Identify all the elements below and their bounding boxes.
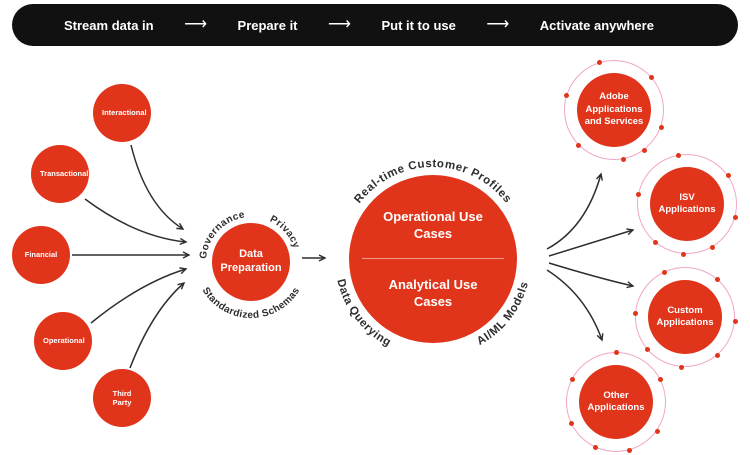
source-label: Operational <box>43 336 85 346</box>
flow-arrow-operational <box>90 267 188 324</box>
source-label: Third Party <box>112 388 132 407</box>
destination-label: Custom Applications <box>656 304 714 328</box>
ring-dot <box>636 191 642 197</box>
destination-ring-adobe <box>564 60 664 163</box>
data-preparation-label: Data Preparation <box>220 248 282 274</box>
destination-label: Adobe Applications and Services <box>584 91 644 128</box>
source-label: Transactional <box>40 169 89 179</box>
destination-circle-custom: Custom Applications <box>648 280 722 354</box>
ring-dot <box>715 353 721 359</box>
ring-dot <box>710 245 715 251</box>
flow-arrow-transactional <box>84 198 188 246</box>
ring-dot <box>658 125 664 131</box>
ring-dot <box>633 310 639 316</box>
flow-arrow-third-party <box>129 281 186 369</box>
platform-divider <box>362 258 504 259</box>
source-label: Interactional <box>102 108 147 118</box>
ring-dot <box>661 269 667 275</box>
source-circle-operational: Operational <box>34 312 92 370</box>
ring-dot <box>652 240 658 246</box>
destination-ring-isv <box>636 152 739 257</box>
ring-dot <box>620 157 626 163</box>
header-step-prepare: Prepare it <box>237 17 298 33</box>
flow-arrow-to-adobe <box>546 172 603 250</box>
ring-dot <box>715 276 721 282</box>
ring-dot <box>564 93 570 99</box>
header-pill: Stream data in ⟶ Prepare it ⟶ Put it to … <box>12 4 738 46</box>
destination-ring-other <box>566 350 666 454</box>
ring-dot <box>680 251 686 257</box>
ring-dot <box>678 364 684 370</box>
ring-dot <box>658 376 664 382</box>
ring-dot <box>614 350 619 355</box>
header-step-activate: Activate anywhere <box>539 17 654 33</box>
destination-circle-isv: ISV Applications <box>650 167 724 241</box>
ring-dot <box>568 421 574 427</box>
header-step-stream: Stream data in <box>64 17 154 33</box>
ring-dot <box>644 347 650 353</box>
flow-arrow-to-other <box>546 269 604 342</box>
source-label: Financial <box>24 250 58 260</box>
destination-circle-other: Other Applications <box>579 365 653 439</box>
ring-dot <box>649 74 655 80</box>
source-circle-financial: Financial <box>12 226 70 284</box>
destination-circle-adobe: Adobe Applications and Services <box>577 73 651 147</box>
ring-dot <box>592 445 598 451</box>
flow-arrow-to-isv <box>548 228 635 257</box>
ring-dot <box>676 152 682 158</box>
source-circle-transactional: Transactional <box>31 145 89 203</box>
ring-dot <box>642 147 648 153</box>
destination-label: Other Applications <box>587 389 645 413</box>
platform-circle <box>349 175 517 343</box>
right-arrow-icon: ⟶ <box>184 16 208 33</box>
platform-analytical-label: Analytical Use Cases <box>388 277 478 309</box>
ring-dot <box>597 60 603 66</box>
ring-dot <box>732 319 738 325</box>
ring-dot <box>569 376 575 382</box>
data-preparation-circle: Data Preparation <box>212 223 290 301</box>
header-step-use: Put it to use <box>381 17 456 33</box>
destination-label: ISV Applications <box>658 191 716 215</box>
ring-dot <box>733 214 739 220</box>
flow-arrow-to-custom <box>548 262 635 289</box>
source-circle-third-party: Third Party <box>93 369 151 427</box>
ring-dot <box>725 173 731 179</box>
ring-dot <box>626 448 632 454</box>
flow-arrow-interactional <box>130 144 185 230</box>
source-circle-interactional: Interactional <box>93 84 151 142</box>
ring-dot <box>654 428 660 434</box>
platform-operational-label: Operational Use Cases <box>383 209 483 241</box>
right-arrow-icon: ⟶ <box>486 16 510 33</box>
destination-ring-custom <box>633 267 738 370</box>
ring-dot <box>576 142 582 148</box>
right-arrow-icon: ⟶ <box>328 16 351 33</box>
